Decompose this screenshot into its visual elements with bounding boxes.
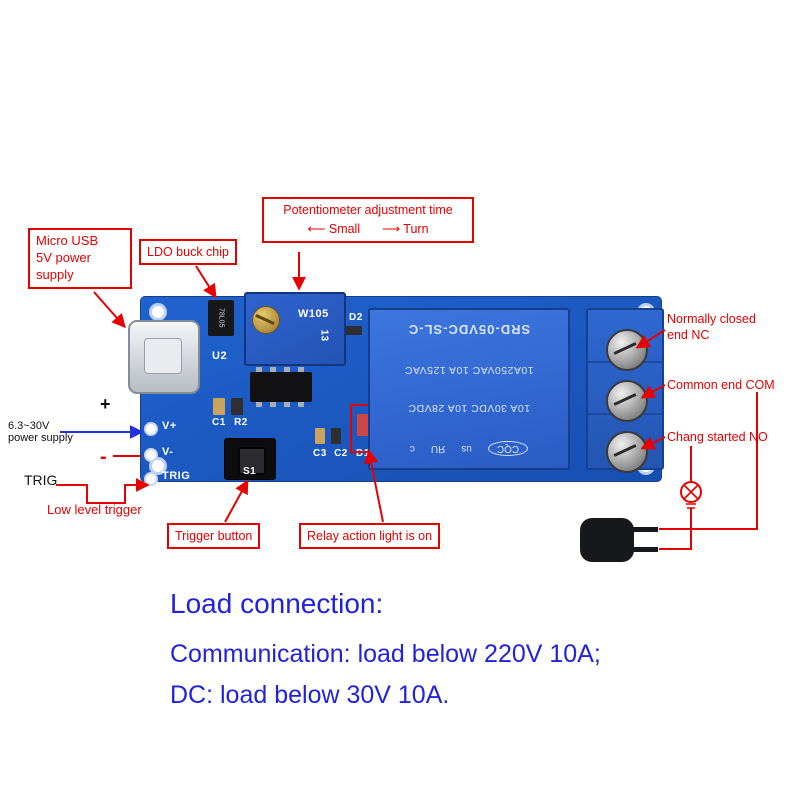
bulb-filament bbox=[683, 484, 699, 500]
right-arrow-icon: ⟶ bbox=[382, 222, 401, 237]
screw-slot bbox=[613, 342, 637, 355]
silk-v-plus: V+ bbox=[162, 420, 177, 432]
silk-trig: TRIG bbox=[162, 470, 191, 482]
pad-trig bbox=[144, 472, 158, 486]
label-no: Chang started NO bbox=[667, 430, 768, 444]
pad-v-plus bbox=[144, 422, 158, 436]
terminal-block bbox=[586, 308, 664, 473]
screw-slot bbox=[613, 393, 637, 406]
us-mark: us bbox=[461, 443, 472, 454]
label-com: Common end COM bbox=[667, 378, 775, 392]
turn-direction: ⟶ Turn bbox=[382, 221, 428, 237]
ur-mark: ЯU bbox=[430, 443, 446, 454]
silk-d2: D2 bbox=[349, 312, 363, 323]
capacitor-c2 bbox=[331, 428, 341, 444]
low-level-trigger-waveform bbox=[56, 478, 150, 504]
ldo-chip-label: 78L05 bbox=[217, 308, 225, 328]
callout-ldo: LDO buck chip bbox=[139, 239, 237, 266]
capacitor-c1 bbox=[213, 398, 225, 415]
terminal-screw-no bbox=[606, 431, 648, 473]
screw-slot bbox=[255, 314, 275, 325]
ldo-chip: 78L05 bbox=[208, 300, 234, 336]
button-cap bbox=[238, 447, 266, 475]
callout-micro-usb-line2: 5V power bbox=[36, 249, 91, 265]
silk-c1: C1 bbox=[212, 417, 226, 428]
terminal-screw-nc bbox=[606, 329, 648, 371]
callout-micro-usb-line3: supply bbox=[36, 266, 74, 282]
silk-c3: C3 bbox=[313, 448, 327, 459]
relay: CQC us ЯU c 10A 30VDC 10A 28VDC 10A250VA… bbox=[368, 308, 570, 470]
footer-line1: Communication: load below 220V 10A; bbox=[170, 640, 601, 668]
c-mark: c bbox=[409, 443, 415, 454]
silk-r2: R2 bbox=[234, 417, 248, 428]
silk-c2: C2 bbox=[334, 448, 348, 459]
label-supply-range-line1: 6.3~30V bbox=[8, 420, 50, 432]
minus-sign: - bbox=[100, 446, 107, 468]
micro-usb-connector bbox=[128, 320, 200, 394]
screw-slot bbox=[613, 444, 637, 457]
relay-rating-ac: 10A250VAC 10A 125VAC bbox=[404, 363, 534, 376]
trigger-push-button bbox=[224, 438, 276, 480]
arrow-to-usb bbox=[93, 291, 126, 329]
capacitor-c3 bbox=[315, 428, 325, 444]
load-wire-bulb-to-plug bbox=[659, 508, 692, 550]
label-supply-range: 6.3~30V power supply bbox=[8, 420, 73, 444]
small-label: Small bbox=[328, 222, 361, 237]
label-nc-line1: Normally closed bbox=[667, 312, 756, 326]
power-plug-icon bbox=[580, 518, 634, 562]
label-nc: Normally closed end NC bbox=[667, 311, 756, 344]
plug-prong-top bbox=[632, 527, 658, 532]
silk-c1-r2: C1 R2 bbox=[212, 417, 248, 428]
callout-potentiometer: Potentiometer adjustment time ⟵ Small ⟶ … bbox=[262, 197, 474, 243]
bulb-base bbox=[686, 503, 696, 509]
arrow-to-trigger-button bbox=[224, 479, 249, 523]
silk-c3-c2: C3 C2 bbox=[313, 448, 348, 459]
mounting-hole bbox=[149, 303, 167, 321]
potentiometer: W105 13 bbox=[244, 292, 346, 366]
silk-v-minus: V- bbox=[162, 446, 174, 458]
small-direction: ⟵ Small bbox=[307, 221, 360, 237]
silk-s1: S1 bbox=[243, 466, 257, 477]
relay-model: SRD-05VDC-SL-C bbox=[407, 322, 531, 338]
plug-prong-bottom bbox=[632, 547, 658, 552]
potentiometer-direction-row: ⟵ Small ⟶ Turn bbox=[270, 221, 466, 237]
footer-line2: DC: load below 30V 10A. bbox=[170, 681, 450, 709]
turn-label: Turn bbox=[403, 222, 429, 237]
label-nc-line2: end NC bbox=[667, 328, 710, 343]
bulb-icon bbox=[680, 481, 702, 503]
relay-rating-dc: 10A 30VDC 10A 28VDC bbox=[407, 402, 531, 415]
silk-d1: D1 bbox=[356, 448, 370, 459]
potentiometer-screw bbox=[252, 306, 280, 334]
micro-usb-opening bbox=[144, 338, 182, 374]
terminal-screw-com bbox=[606, 380, 648, 422]
relay-markings: CQC us ЯU c 10A 30VDC 10A 28VDC 10A250VA… bbox=[370, 310, 568, 468]
callout-trigger-button: Trigger button bbox=[167, 523, 261, 550]
label-supply-range-line2: power supply bbox=[8, 432, 73, 444]
relay-cert-marks: CQC us ЯU c bbox=[409, 441, 529, 456]
callout-potentiometer-title: Potentiometer adjustment time bbox=[283, 203, 453, 217]
silk-u2: U2 bbox=[212, 350, 228, 362]
timer-ic bbox=[250, 367, 312, 407]
potentiometer-value: 13 bbox=[318, 329, 330, 342]
pad-v-minus bbox=[144, 448, 158, 462]
potentiometer-code: W105 bbox=[298, 308, 329, 320]
callout-micro-usb-line1: Micro USB bbox=[36, 233, 99, 248]
label-trig: TRIG bbox=[24, 472, 58, 488]
plus-sign: + bbox=[100, 394, 111, 414]
label-low-level-trigger: Low level trigger bbox=[47, 502, 142, 517]
footer-title: Load connection: bbox=[170, 588, 384, 619]
callout-micro-usb: Micro USB 5V power supply bbox=[28, 228, 132, 289]
resistor-r2 bbox=[231, 398, 243, 415]
load-wire-com-to-plug bbox=[659, 392, 758, 530]
arrow-to-ldo bbox=[195, 265, 217, 299]
callout-relay-light: Relay action light is on bbox=[299, 523, 441, 550]
left-arrow-icon: ⟵ bbox=[307, 222, 326, 237]
smd-component bbox=[346, 326, 362, 335]
cqc-mark: CQC bbox=[487, 441, 529, 456]
